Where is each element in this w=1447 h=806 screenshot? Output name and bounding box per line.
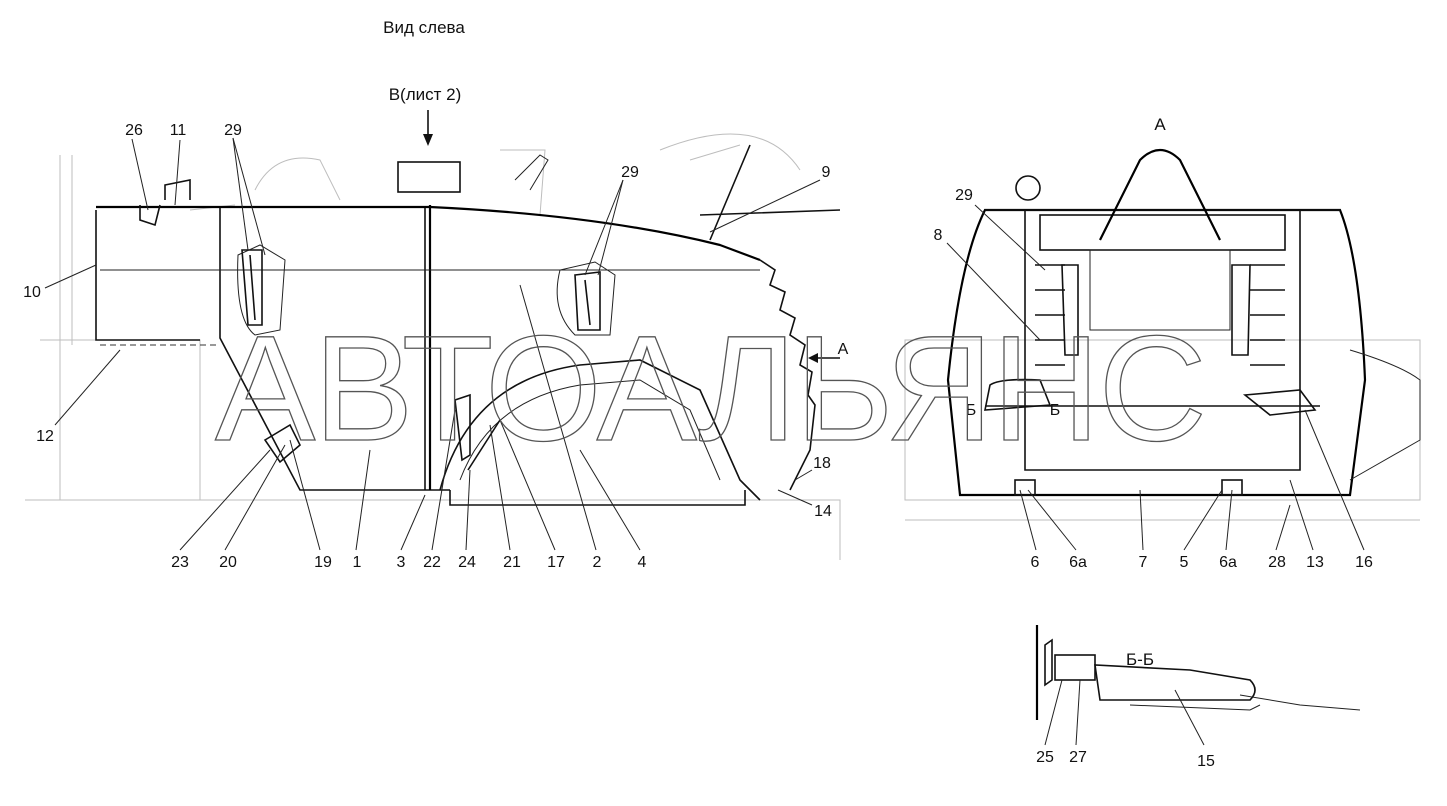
leader-lines <box>44 137 1365 746</box>
side-view-callouts: 26 11 29 10 12 29 9 18 14 23 20 19 1 3 2… <box>23 122 832 571</box>
callout-label: 13 <box>1306 554 1324 571</box>
callout-label: 3 <box>397 554 406 571</box>
callout-label: 29 <box>224 122 242 139</box>
callout-label: 24 <box>458 554 476 571</box>
callout-label: 7 <box>1139 554 1148 571</box>
view-a-title: А <box>1154 115 1166 134</box>
callout-label: 15 <box>1197 753 1215 770</box>
callout-label: 10 <box>23 284 41 301</box>
callout-label: 22 <box>423 554 441 571</box>
callout-label: 14 <box>814 503 832 520</box>
section-callouts: 25 27 15 <box>1036 749 1215 770</box>
view-b-arrow <box>423 110 433 146</box>
callout-label: 6 <box>1031 554 1040 571</box>
callout-label: 16 <box>1355 554 1373 571</box>
left-view-title: Вид слева <box>383 18 465 37</box>
callout-label: 12 <box>36 428 54 445</box>
callout-label: 27 <box>1069 749 1087 766</box>
section-b-title: Б-Б <box>1126 650 1154 669</box>
callout-label: 4 <box>638 554 647 571</box>
callout-label: 21 <box>503 554 521 571</box>
callout-label: 11 <box>170 122 187 139</box>
callout-label: 17 <box>547 554 565 571</box>
front-view-callouts: 29 8 6 6а 7 5 6а 28 13 16 <box>934 187 1373 571</box>
callout-label: 28 <box>1268 554 1286 571</box>
callout-label: 26 <box>125 122 143 139</box>
callout-label: 5 <box>1180 554 1189 571</box>
section-b-b <box>1035 625 1361 720</box>
callout-label: 23 <box>171 554 189 571</box>
callout-label: 19 <box>314 554 332 571</box>
callout-label: 6а <box>1069 554 1087 571</box>
callout-label: 1 <box>353 554 362 571</box>
front-view-a <box>946 148 1421 497</box>
cut-b-right-label: Б <box>1050 402 1061 419</box>
callout-label: 18 <box>813 455 831 472</box>
watermark: АВТОАЛЬЯНС <box>215 304 1205 472</box>
callout-label: 29 <box>955 187 973 204</box>
cut-b-left-label: Б <box>966 402 977 419</box>
callout-label: 29 <box>621 164 639 181</box>
callout-label: 8 <box>934 227 943 244</box>
callout-label: 2 <box>593 554 602 571</box>
left-side-view <box>95 144 841 506</box>
callout-label: 9 <box>822 164 831 181</box>
sheet-reference: В(лист 2) <box>389 85 462 104</box>
callout-label: 6а <box>1219 554 1237 571</box>
callout-label: 25 <box>1036 749 1054 766</box>
callout-label: 20 <box>219 554 237 571</box>
view-a-arrow-label: А <box>838 341 849 358</box>
